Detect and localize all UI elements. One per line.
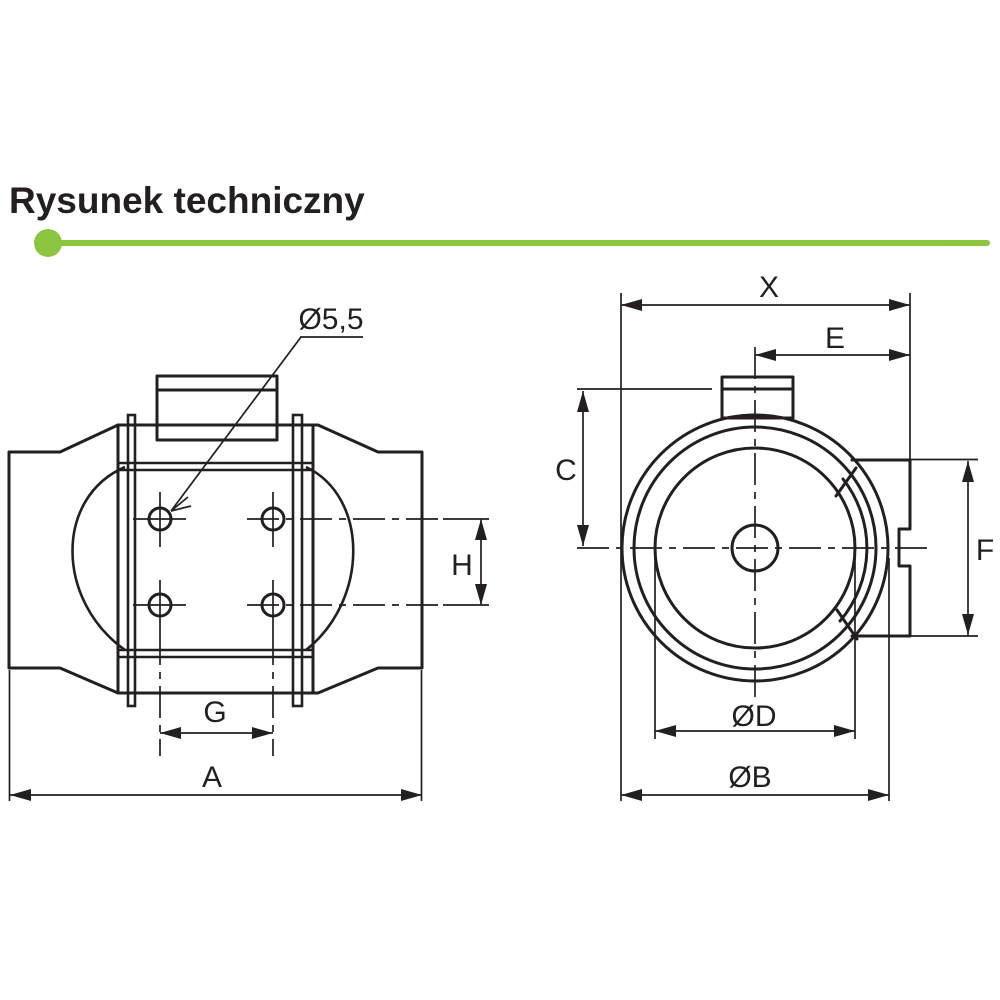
page-title: Rysunek techniczny	[9, 180, 365, 221]
label-dim-c: C	[555, 454, 577, 487]
front-centerlines	[577, 347, 932, 704]
green-divider-dot	[34, 229, 62, 257]
dimension-f	[852, 458, 978, 637]
dimension-b	[621, 558, 890, 801]
label-dim-f: F	[976, 534, 994, 567]
label-dim-a: A	[202, 761, 222, 794]
dimension-a	[8, 670, 423, 801]
hole-centerlines	[133, 492, 489, 756]
mounting-holes	[147, 506, 286, 618]
dimension-c	[577, 388, 712, 546]
dimension-x	[620, 293, 911, 801]
mounting-strap-tabs	[126, 413, 304, 708]
hole-diameter-leader	[170, 336, 363, 512]
label-dim-inner-diameter: ØD	[732, 700, 777, 733]
label-dim-h: H	[451, 549, 473, 582]
fan-casing-outline	[7, 423, 424, 695]
front-view: X E C F	[555, 271, 994, 801]
scroll-seam	[834, 466, 869, 641]
label-hole-diameter: Ø5,5	[298, 303, 363, 336]
label-dim-g: G	[203, 696, 226, 729]
dimension-d	[654, 556, 856, 739]
terminal-box-side	[155, 374, 279, 442]
terminal-box-front	[720, 375, 795, 420]
label-dim-e: E	[825, 322, 845, 355]
sleeve-edges	[116, 423, 315, 695]
label-dim-outer-diameter: ØB	[728, 761, 771, 794]
inner-casing-plate	[71, 461, 355, 659]
green-divider-line	[48, 240, 990, 246]
side-view: Ø5,5 H G A	[7, 303, 489, 801]
label-dim-x: X	[759, 271, 779, 304]
